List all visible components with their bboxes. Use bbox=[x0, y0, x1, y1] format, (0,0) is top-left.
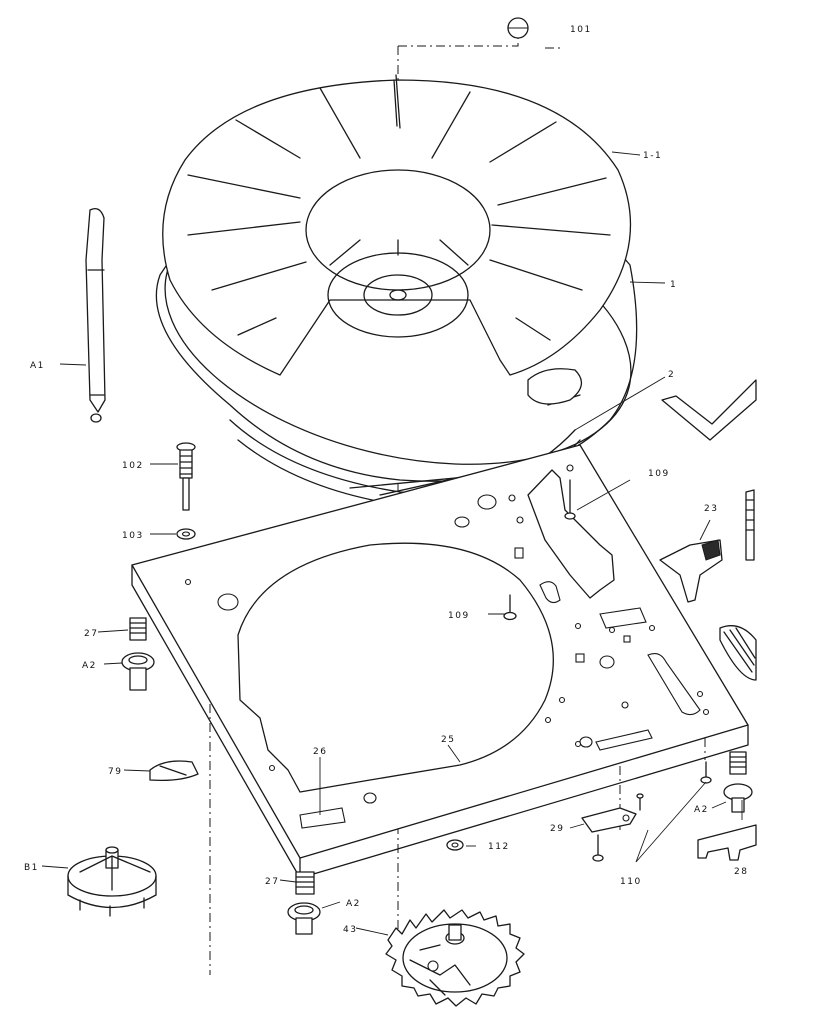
rubber-mat-part-1-1 bbox=[162, 74, 632, 376]
label-110: 110 bbox=[620, 877, 642, 887]
part-103-washer bbox=[176, 528, 196, 540]
part-27-spring-bottom bbox=[295, 871, 315, 895]
label-25: 25 bbox=[441, 735, 455, 745]
label-23: 23 bbox=[704, 504, 718, 514]
leader-lines bbox=[41, 151, 743, 936]
label-29: 29 bbox=[550, 824, 564, 834]
part-23-lever bbox=[659, 519, 723, 603]
label-a2-right: A2 bbox=[694, 805, 709, 815]
label-b1: B1 bbox=[24, 863, 39, 873]
label-102: 102 bbox=[122, 461, 144, 471]
label-109-top: 109 bbox=[648, 469, 670, 479]
label-43: 43 bbox=[343, 925, 357, 935]
label-1: 1 bbox=[670, 280, 677, 290]
part-29-bracket bbox=[581, 793, 644, 833]
part-102-screw bbox=[176, 442, 196, 511]
part-101-washer bbox=[507, 17, 529, 39]
label-103: 103 bbox=[122, 531, 144, 541]
label-26: 26 bbox=[313, 747, 327, 757]
part-labels: 101 1-1 1 2 A1 102 103 109 109 23 27 A2 … bbox=[24, 25, 748, 935]
part-110-screws bbox=[592, 761, 712, 863]
label-a1: A1 bbox=[30, 361, 45, 371]
part-a1-rod bbox=[85, 207, 106, 423]
label-27-left: 27 bbox=[84, 629, 98, 639]
base-plate bbox=[131, 444, 749, 879]
part-79-clip bbox=[149, 760, 199, 782]
label-109-center: 109 bbox=[448, 611, 470, 621]
label-79: 79 bbox=[108, 767, 122, 777]
label-28: 28 bbox=[734, 867, 748, 877]
arm-rest-bracket bbox=[661, 379, 757, 441]
label-101: 101 bbox=[570, 25, 592, 35]
part-b1-hub bbox=[67, 846, 157, 917]
part-43-gear bbox=[385, 909, 525, 1007]
part-a2-foot-bottom bbox=[287, 902, 321, 935]
part-a2-foot-left bbox=[121, 652, 155, 691]
label-a2-bottom: A2 bbox=[346, 899, 361, 909]
part-112-e-clip bbox=[446, 839, 464, 851]
label-1-1: 1-1 bbox=[643, 151, 662, 161]
label-2: 2 bbox=[668, 370, 675, 380]
part-27-spring-left bbox=[129, 617, 147, 641]
right-side-parts bbox=[697, 489, 757, 861]
label-a2-left: A2 bbox=[82, 661, 97, 671]
label-112: 112 bbox=[488, 842, 510, 852]
part-109-screws bbox=[503, 479, 631, 621]
label-27-bottom: 27 bbox=[265, 877, 279, 887]
